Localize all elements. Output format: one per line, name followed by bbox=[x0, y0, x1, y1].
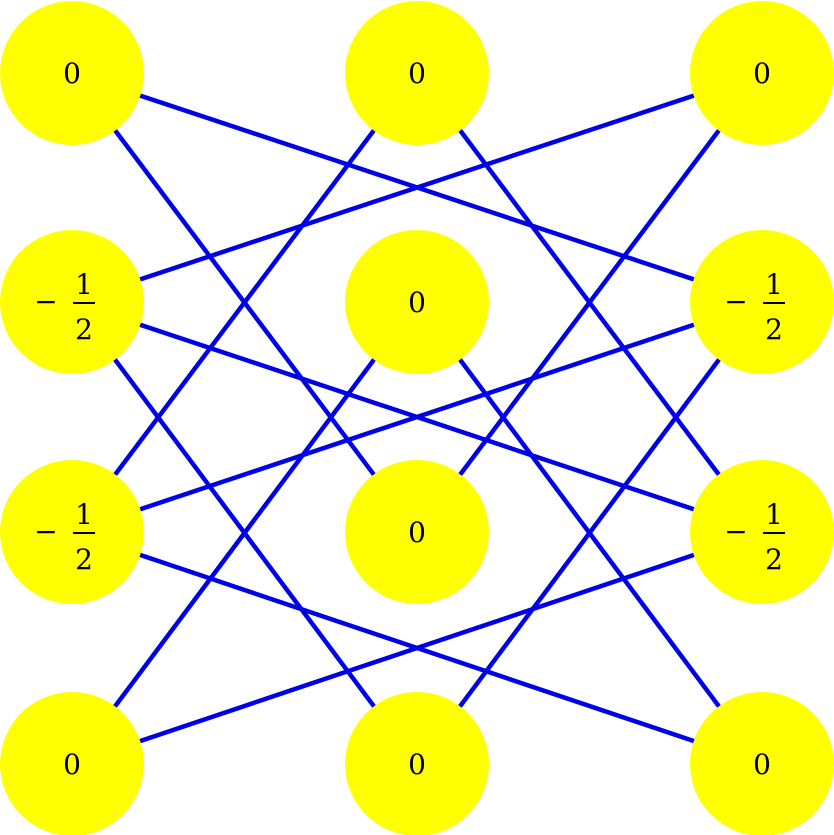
node-label: 0 bbox=[408, 57, 426, 90]
node-circle bbox=[345, 230, 489, 374]
node-fraction-numerator: 1 bbox=[765, 268, 783, 301]
node-circle bbox=[0, 230, 144, 374]
graph-node: −1 2 bbox=[0, 230, 144, 374]
node-circle bbox=[0, 1, 144, 145]
node-circle bbox=[345, 1, 489, 145]
node-fraction-numerator: 1 bbox=[765, 498, 783, 531]
node-fraction-denominator: 2 bbox=[75, 313, 93, 346]
graph-node: −1 2 bbox=[0, 460, 144, 604]
node-fraction-numerator: 1 bbox=[75, 268, 93, 301]
node-sign: − bbox=[724, 285, 747, 318]
node-label: 0 bbox=[408, 748, 426, 781]
graph-node: −1 2 bbox=[690, 460, 834, 604]
graph-node: 0 bbox=[0, 692, 144, 835]
graph-node: 0 bbox=[690, 1, 834, 145]
node-sign: − bbox=[34, 515, 57, 548]
node-label: 0 bbox=[753, 57, 771, 90]
node-fraction-denominator: 2 bbox=[765, 543, 783, 576]
edge-n5-n6 bbox=[71, 299, 763, 535]
edge-n4-n9 bbox=[70, 300, 419, 766]
node-fraction-numerator: 1 bbox=[75, 498, 93, 531]
graph-node: 0 bbox=[0, 1, 144, 145]
node-circle bbox=[0, 692, 144, 835]
node-circle bbox=[690, 1, 834, 145]
node-circle bbox=[690, 460, 834, 604]
node-label: 0 bbox=[63, 748, 81, 781]
node-circle bbox=[0, 460, 144, 604]
edge-n8-n9 bbox=[71, 529, 763, 767]
node-sign: − bbox=[724, 515, 747, 548]
edges-layer bbox=[70, 70, 764, 767]
node-fraction-denominator: 2 bbox=[75, 543, 93, 576]
node-label: 0 bbox=[408, 516, 426, 549]
graph-node: 0 bbox=[345, 460, 489, 604]
edge-n5-n10 bbox=[415, 300, 764, 766]
graph-node: 0 bbox=[345, 230, 489, 374]
node-sign: − bbox=[34, 285, 57, 318]
node-label: 0 bbox=[408, 286, 426, 319]
edge-n1-n6 bbox=[70, 71, 419, 534]
node-circle bbox=[345, 460, 489, 604]
node-circle bbox=[690, 230, 834, 374]
node-fraction-denominator: 2 bbox=[765, 313, 783, 346]
graph-node: 0 bbox=[345, 692, 489, 835]
edge-n2-n7 bbox=[415, 71, 764, 534]
node-circle bbox=[345, 692, 489, 835]
edge-n2-n3 bbox=[71, 70, 763, 305]
graph-node: 0 bbox=[690, 692, 834, 835]
graph-node: 0 bbox=[345, 1, 489, 145]
node-label: 0 bbox=[63, 57, 81, 90]
node-label: 0 bbox=[753, 748, 771, 781]
node-circle bbox=[690, 692, 834, 835]
graph-node: −1 2 bbox=[690, 230, 834, 374]
